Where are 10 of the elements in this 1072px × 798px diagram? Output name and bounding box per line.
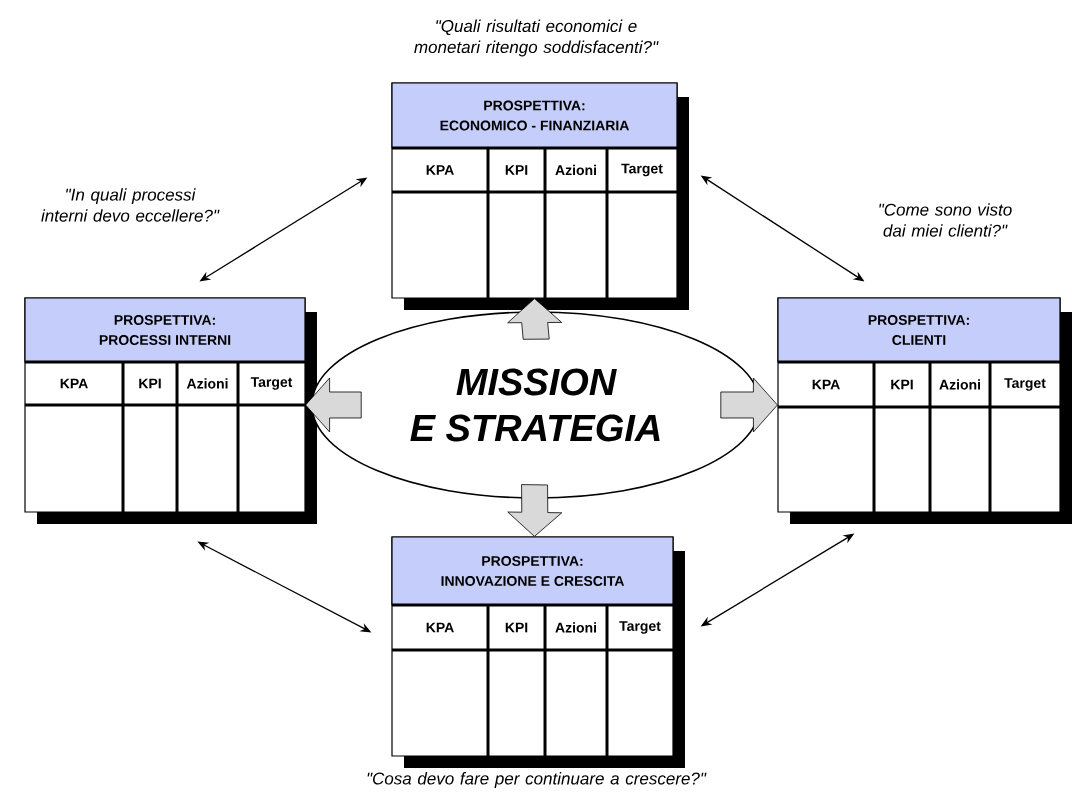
question-text: "Cosa devo fare per continuare a crescere?" (367, 772, 707, 788)
block-arrow (507, 484, 563, 537)
block-arrow (720, 377, 778, 433)
block-arrow (305, 377, 362, 433)
question-text: "Come sono visto dai miei clienti?" (879, 203, 1012, 237)
question-text: "Quali risultati economici e monetari ritengo soddisfacenti?" (414, 19, 659, 57)
block-arrow (507, 298, 563, 340)
ellipse-text: MISSION (456, 368, 617, 396)
ellipse-text: E STRATEGIA (410, 414, 660, 442)
question-text: "In quali processi interni devo eccellere?" (41, 188, 220, 222)
